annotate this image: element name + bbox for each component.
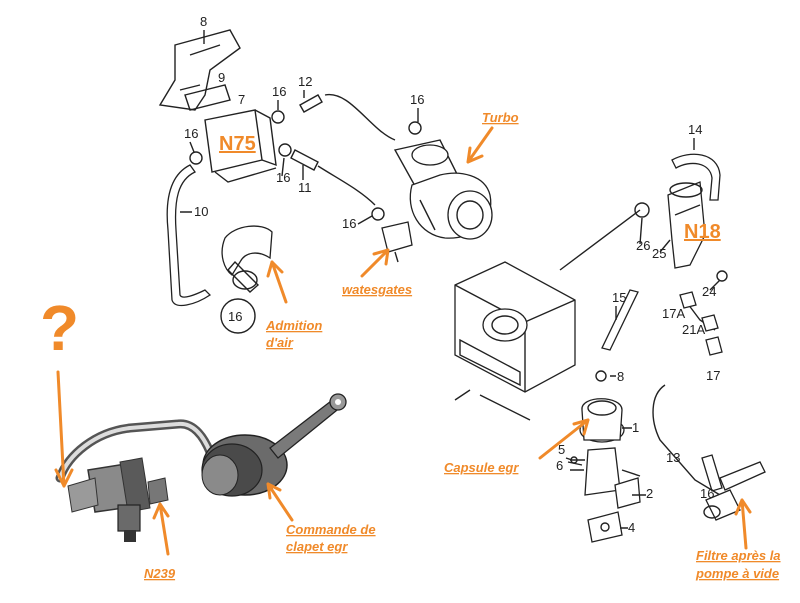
- part-label-25: 25: [652, 246, 666, 261]
- annotation-commande-line2: clapet egr: [286, 539, 348, 554]
- part-label-16: 16: [410, 92, 424, 107]
- part-label-4: 4: [628, 520, 635, 535]
- part-26-clamp: [634, 202, 650, 218]
- n239-solenoid-assembly: [55, 419, 215, 542]
- valve-n75-body: [204, 109, 277, 183]
- part-label-16: 16: [276, 170, 290, 185]
- part-label-11: 11: [298, 180, 312, 195]
- air-filter-box: [454, 261, 576, 421]
- arrow-filter: [734, 498, 752, 550]
- part-label-1: 1: [632, 420, 639, 435]
- circled-part-16: [220, 298, 256, 334]
- hose-part-12: [299, 94, 396, 141]
- gasket-part-4: [587, 511, 623, 543]
- part-label-13: 13: [666, 450, 680, 465]
- arrow-air-intake: [266, 260, 288, 304]
- hose-part-14: [671, 153, 721, 201]
- hose-part-16-right: [701, 454, 723, 492]
- arrow-command-egr: [266, 482, 294, 522]
- air-intake-elbow: [221, 225, 273, 293]
- part-label-17: 17: [706, 368, 720, 383]
- annotation-turbo: Turbo: [482, 110, 519, 125]
- part-label-10: 10: [194, 204, 208, 219]
- part-label-8-right: 8: [617, 369, 624, 384]
- hose-lines-right: [559, 209, 723, 496]
- part-label-16-circled: 16: [228, 309, 242, 324]
- hose-part-11: [290, 149, 376, 206]
- bracket-part-8: [158, 29, 241, 111]
- part-label-14: 14: [688, 122, 702, 137]
- annotation-n75: N75: [219, 133, 256, 155]
- part-label-16: 16: [272, 84, 286, 99]
- annotation-wastegates: watesgates: [342, 282, 412, 297]
- part-label-5: 5: [558, 442, 565, 457]
- part-label-16-right: 16: [700, 486, 714, 501]
- annotation-question-mark: ?: [40, 292, 79, 364]
- turbocharger: [393, 139, 493, 240]
- part-label-9: 9: [218, 70, 225, 85]
- gasket-part-2: [614, 477, 641, 509]
- annotation-commande-line1: Commande de: [286, 522, 376, 537]
- annotation-capsule-egr: Capsule egr: [444, 460, 519, 475]
- clamps-part-16: [189, 110, 422, 221]
- part-label-15: 15: [612, 290, 626, 305]
- valve-n18: [667, 181, 706, 269]
- hose-part-10: [166, 164, 212, 307]
- egr-capsule: [567, 370, 641, 496]
- part-label-6: 6: [556, 458, 563, 473]
- bracket-part-9: [184, 84, 231, 111]
- annotation-admission-line2: d'air: [266, 335, 294, 350]
- annotation-filtre-line2: pompe à vide: [695, 566, 779, 581]
- annotation-n239: N239: [144, 566, 176, 581]
- egr-command-actuator: [201, 393, 347, 497]
- part-label-26: 26: [636, 238, 650, 253]
- arrow-wastegates: [360, 248, 390, 278]
- annotation-filtre-line1: Filtre après la: [696, 548, 781, 563]
- vacuum-filter: [703, 461, 766, 521]
- arrow-question: [54, 370, 74, 488]
- part-24-nut: [716, 270, 728, 282]
- leader-lines: [180, 30, 721, 529]
- hose-part-15: [601, 289, 639, 351]
- part-label-8: 8: [200, 14, 207, 29]
- arrow-n239: [152, 502, 170, 556]
- part-label-12: 12: [298, 74, 312, 89]
- arrow-turbo: [466, 126, 494, 164]
- part-label-16: 16: [342, 216, 356, 231]
- part-label-2: 2: [646, 486, 653, 501]
- annotation-n18: N18: [684, 221, 721, 243]
- part-label-7: 7: [238, 92, 245, 107]
- annotation-admission-line1: Admition: [265, 318, 322, 333]
- part-label-16: 16: [184, 126, 198, 141]
- part-label-21a: 21A: [682, 322, 705, 337]
- arrow-egr-capsule: [538, 418, 590, 460]
- part-label-17a: 17A: [662, 306, 685, 321]
- wastegate-valve: [381, 221, 413, 263]
